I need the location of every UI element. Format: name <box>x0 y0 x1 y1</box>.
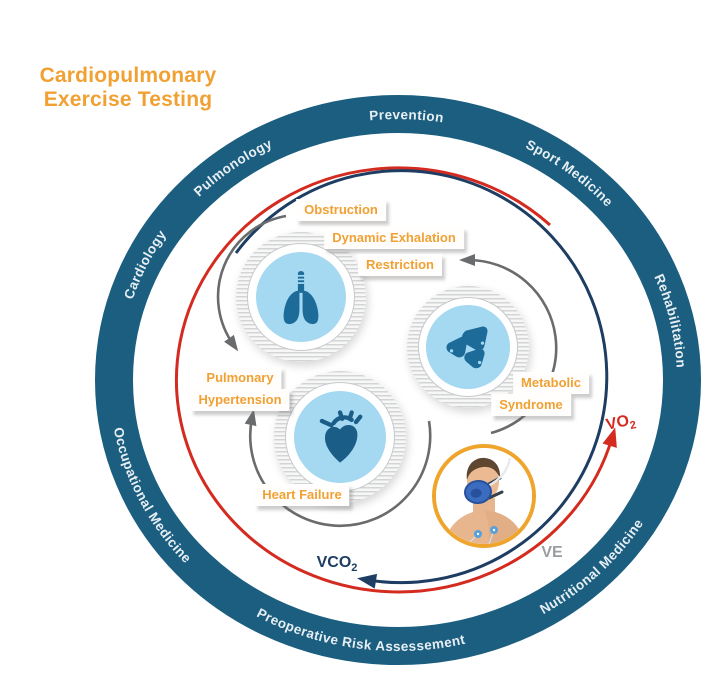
bubble-heart <box>274 371 406 503</box>
page-title-line2: Exercise Testing <box>43 88 213 111</box>
lungs-cycle-arrow <box>216 214 287 345</box>
condition-label-heart-failure: Heart Failure <box>254 484 350 506</box>
bubble-lungs-circle <box>256 252 346 342</box>
metabolic-cycle-arrowhead-icon <box>459 254 475 266</box>
vco2-label-sub: 2 <box>351 562 358 575</box>
vco2-label-text: VCO <box>316 553 352 571</box>
lungs-icon <box>283 271 319 325</box>
condition-label-text-line2: Syndrome <box>491 394 571 416</box>
condition-label-obstruction: Obstruction <box>296 199 386 221</box>
ring-label-prevention: Prevention <box>369 107 445 125</box>
condition-label-text-line2: Hypertension <box>190 389 290 411</box>
heart-cycle-arrowhead-icon <box>244 409 257 427</box>
condition-label-text: Restriction <box>358 254 442 276</box>
vo2-label-text: VO <box>604 412 631 434</box>
specialty-ring <box>95 95 701 665</box>
bubble-metabolic-circle <box>426 305 510 389</box>
condition-label-metabolic-syndrome: Metabolic Syndrome <box>491 372 591 416</box>
metabolic-cycle-arrow <box>467 258 558 435</box>
vo2-arrowhead-icon <box>602 427 617 448</box>
cycle-arrows <box>216 214 558 528</box>
heart-icon <box>319 410 363 463</box>
vco2-arrowhead-icon <box>357 573 378 589</box>
condition-label-pulmonary-hypertension: Pulmonary Hypertension <box>190 367 290 411</box>
vco2-arc <box>234 169 609 585</box>
condition-label-text-line1: Pulmonary <box>198 367 282 389</box>
bubble-heart-circle <box>294 391 386 483</box>
condition-label-text: Dynamic Exhalation <box>324 227 464 249</box>
condition-label-restriction: Restriction <box>358 254 442 276</box>
fat-cells-icon <box>446 326 488 369</box>
condition-label-text-line1: Metabolic <box>513 372 589 394</box>
page-title: Cardiopulmonary Exercise Testing <box>26 64 230 112</box>
condition-label-dynamic-exhalation: Dynamic Exhalation <box>324 227 464 249</box>
condition-label-text: Obstruction <box>296 199 386 221</box>
cpet-mask-photo <box>432 444 536 548</box>
lungs-cycle-arrowhead-icon <box>224 334 239 352</box>
cycle-arrowheads <box>224 254 475 427</box>
bubble-metabolic <box>407 286 529 408</box>
condition-label-text: Heart Failure <box>254 484 350 506</box>
vco2-label: VCO2 <box>317 554 358 574</box>
heart-cycle-arrow <box>248 417 432 528</box>
bubble-lungs <box>236 232 366 362</box>
page-title-line1: Cardiopulmonary <box>39 64 217 87</box>
vo2-arc <box>175 166 614 594</box>
ve-label: VE <box>541 544 563 561</box>
person-with-mask-illustration <box>436 448 532 544</box>
